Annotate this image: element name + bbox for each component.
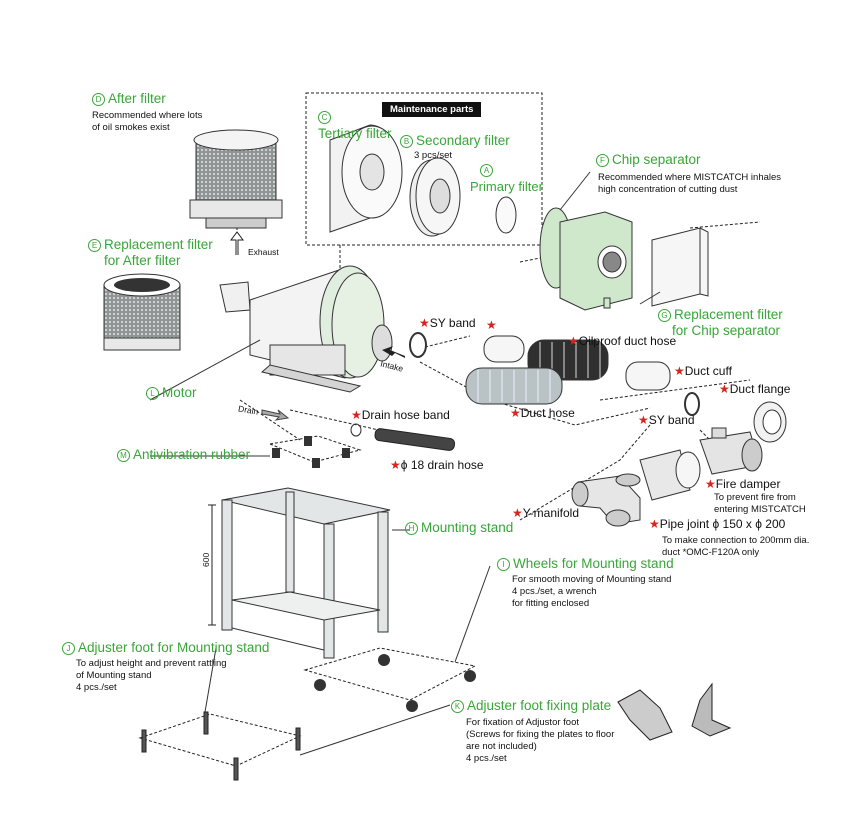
chip-separator-desc-2: high concentration of cutting dust — [598, 184, 738, 195]
wheels-desc-1: For smooth moving of Mounting stand — [512, 574, 672, 585]
sy-band-2-label: ★SY band — [638, 413, 695, 427]
wheels-desc-3: for fitting enclosed — [512, 598, 590, 609]
wheel-shapes — [314, 654, 476, 712]
after-filter-shape — [189, 129, 283, 229]
adjuster-foot-shapes — [141, 711, 301, 781]
antivibration-plane — [268, 435, 362, 463]
leader-lines — [149, 171, 661, 756]
fixing-plate-desc-2: (Screws for fixing the plates to floor — [466, 729, 615, 740]
mounting-stand-shape — [221, 487, 391, 659]
after-filter-desc-1: Recommended where lots — [92, 110, 203, 121]
primary-filter-mark: A — [480, 163, 496, 178]
fixing-plate-desc-3: are not included) — [466, 741, 537, 752]
primary-filter-label: Primary filter — [470, 179, 543, 194]
fixing-plate-with-foot-shape — [691, 682, 732, 737]
after-filter-desc-2: of oil smokes exist — [92, 122, 170, 133]
duct-cuff-label: ★Duct cuff — [674, 364, 732, 378]
y-manifold-shape — [571, 473, 641, 527]
intake-arrow — [382, 346, 405, 358]
oilproof-star-icon: ★ — [486, 318, 497, 332]
fixing-plate-desc-4: 4 pcs./set — [466, 753, 507, 764]
adjuster-foot-desc-1: To adjust height and prevent rattling — [76, 658, 227, 669]
fire-damper-label: ★Fire damper — [705, 477, 781, 491]
tertiary-filter-label: Tertiary filter — [318, 126, 392, 141]
replacement-chip-label-2: for Chip separator — [672, 323, 781, 338]
pipe-joint-shape — [639, 449, 701, 501]
replacement-after-label-2: for After filter — [104, 253, 181, 268]
chip-separator-shape — [539, 207, 633, 311]
fire-damper-desc-1: To prevent fire from — [714, 492, 796, 503]
maintenance-box — [305, 92, 543, 246]
fire-damper-shape — [699, 427, 763, 475]
pipe-joint-desc-2: duct *OMC-F120A only — [662, 547, 760, 558]
adjuster-foot-plane — [138, 713, 302, 767]
wheels-plane — [303, 647, 477, 701]
duct-hose-shape — [465, 367, 563, 405]
maintenance-parts-header: Maintenance parts — [382, 102, 482, 117]
adjuster-foot-desc-2: of Mounting stand — [76, 670, 152, 681]
dimension-600: 600 — [201, 552, 212, 567]
duct-hose-label: ★Duct hose — [510, 406, 575, 420]
sy-band-1-shape — [409, 332, 427, 358]
tertiary-filter-shape — [329, 124, 403, 233]
secondary-filter-shape — [409, 157, 461, 237]
fire-damper-desc-2: entering MISTCATCH — [714, 504, 806, 515]
fixing-plate-desc-1: For fixation of Adjustor foot — [466, 717, 580, 728]
exhaust-arrow — [230, 231, 244, 255]
adjuster-foot-desc-3: 4 pcs./set — [76, 682, 117, 693]
pipe-joint-label: ★Pipe joint ϕ 150 x ϕ 200 — [649, 517, 786, 531]
connection-lines — [239, 221, 761, 521]
drain-hose-band-shape — [350, 423, 362, 437]
wheels-desc-2: 4 pcs./set, a wrench — [512, 586, 597, 597]
replacement-after-filter-shape — [103, 273, 181, 351]
tertiary-filter-mark: C — [318, 110, 334, 125]
drain-hose-label: ★ϕ 18 drain hose — [390, 458, 484, 472]
replacement-chip-filter-shape — [651, 227, 709, 307]
y-manifold-label: ★Y-manifold — [512, 506, 580, 520]
drain-hose-band-label: ★Drain hose band — [351, 408, 450, 422]
chip-separator-desc-1: Recommended where MISTCATCH inhales — [598, 172, 782, 183]
motor-shape — [219, 265, 393, 393]
drain-hose-shape — [374, 428, 456, 451]
antivibration-rubbers — [272, 436, 350, 468]
primary-filter-shape — [495, 196, 517, 234]
fixing-plate-shape — [617, 689, 673, 741]
duct-flange-label: ★Duct flange — [719, 382, 791, 396]
exhaust-label: Exhaust — [248, 247, 279, 257]
sy-band-2-shape — [684, 392, 700, 416]
sy-band-1-label: ★SY band — [419, 316, 476, 330]
pipe-joint-desc-1: To make connection to 200mm dia. — [662, 535, 810, 546]
drain-arrow — [261, 409, 290, 421]
secondary-filter-note: 3 pcs/set — [414, 150, 453, 161]
oilproof-hose-label: ★Oilproof duct hose — [568, 334, 677, 348]
